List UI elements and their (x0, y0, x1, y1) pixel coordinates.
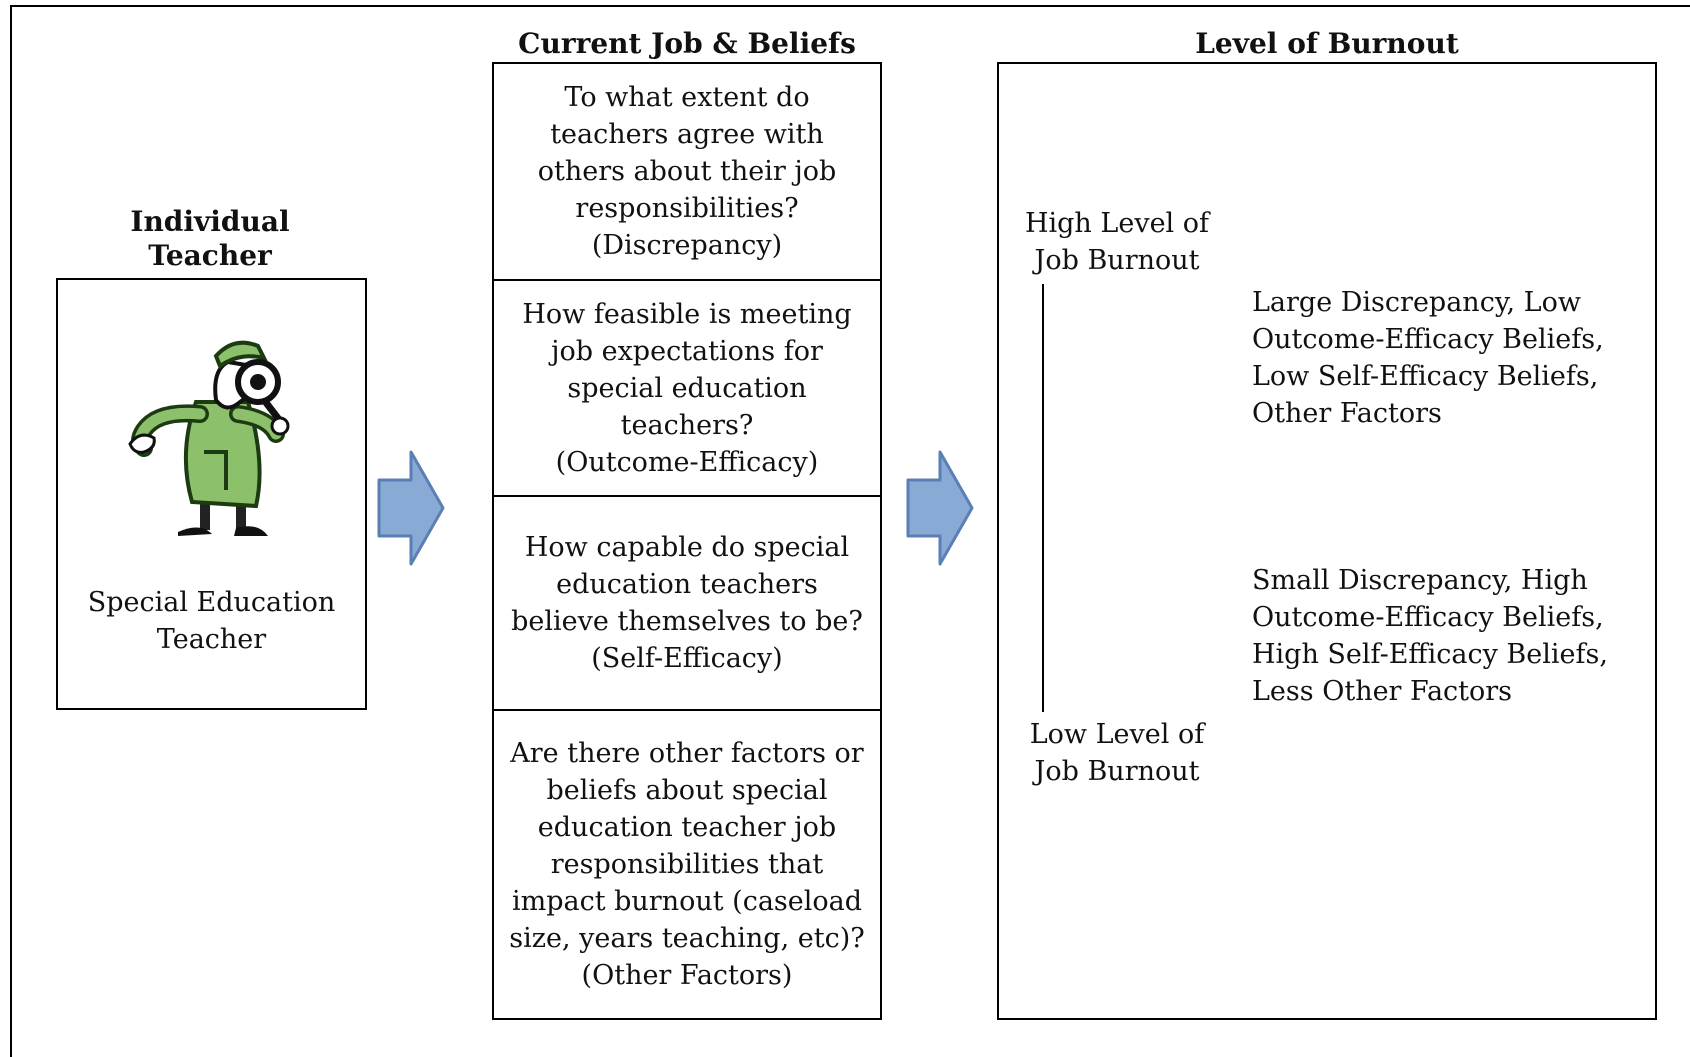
individual-caption: Special Education Teacher (58, 584, 365, 658)
burnout-box: High Level of Job Burnout Low Level of J… (997, 62, 1657, 1020)
high-burnout-label: High Level of Job Burnout (1017, 205, 1217, 279)
individual-caption-line1: Special Education (87, 587, 336, 618)
belief-line: teachers? (620, 409, 754, 441)
belief-line: (Other Factors) (581, 960, 793, 991)
belief-line: education teachers (556, 569, 818, 600)
high-burnout-line2: Job Burnout (1034, 245, 1200, 276)
frame-top-border (10, 5, 1690, 7)
belief-line: responsibilities? (575, 193, 799, 224)
individual-caption-line2: Teacher (156, 624, 267, 655)
detective-with-magnifying-glass-icon (128, 340, 290, 536)
belief-line: (Self-Efficacy) (591, 643, 783, 674)
beliefs-heading: Current Job & Beliefs (518, 27, 856, 60)
belief-line: believe themselves to be? (511, 606, 863, 637)
frame-left-border (10, 5, 12, 1057)
belief-line: How feasible is meeting (522, 298, 852, 330)
factor-line: Outcome-Efficacy Beliefs, (1252, 324, 1604, 355)
factor-line: Less Other Factors (1252, 676, 1513, 707)
individual-heading-line1: Individual (130, 205, 290, 238)
individual-heading-line2: Teacher (148, 239, 272, 272)
belief-item-discrepancy: To what extent do teachers agree with ot… (494, 64, 880, 279)
belief-line: (Discrepancy) (591, 230, 783, 261)
factor-line: Outcome-Efficacy Beliefs, (1252, 602, 1604, 633)
belief-line: To what extent do (564, 82, 810, 113)
belief-line: Are there other factors or (510, 738, 864, 769)
belief-line: impact burnout (caseload (511, 886, 863, 917)
belief-line: teachers agree with (550, 119, 824, 150)
low-burnout-line2: Job Burnout (1034, 756, 1200, 787)
belief-line: beliefs about special (546, 775, 828, 806)
belief-line: responsibilities that (550, 849, 824, 880)
factor-line: Other Factors (1252, 398, 1442, 429)
belief-line: How capable do special (524, 532, 850, 563)
factor-line: Small Discrepancy, High (1252, 565, 1588, 596)
factor-line: Low Self-Efficacy Beliefs, (1252, 361, 1599, 392)
low-burnout-factors: Small Discrepancy, High Outcome-Efficacy… (1252, 562, 1642, 710)
factor-line: High Self-Efficacy Beliefs, (1252, 639, 1608, 670)
arrow-right-icon (906, 450, 974, 566)
belief-line: others about their job (537, 156, 837, 187)
high-burnout-line1: High Level of (1024, 208, 1210, 239)
low-burnout-line1: Low Level of (1029, 719, 1205, 750)
individual-heading: Individual Teacher (60, 205, 360, 273)
belief-line: special education (567, 372, 807, 404)
low-burnout-label: Low Level of Job Burnout (1017, 716, 1217, 790)
individual-teacher-box: Special Education Teacher (56, 278, 367, 710)
belief-line: size, years teaching, etc)? (509, 923, 865, 954)
beliefs-box: To what extent do teachers agree with ot… (492, 62, 882, 1020)
belief-item-self-efficacy: How capable do special education teacher… (494, 495, 880, 709)
belief-line: (Outcome-Efficacy) (555, 446, 819, 478)
factor-line: Large Discrepancy, Low (1252, 287, 1581, 318)
burnout-scale-line (1042, 284, 1044, 712)
belief-item-other-factors: Are there other factors or beliefs about… (494, 709, 880, 1018)
belief-line: education teacher job (537, 812, 837, 843)
belief-item-outcome-efficacy: How feasible is meeting job expectations… (494, 279, 880, 495)
high-burnout-factors: Large Discrepancy, Low Outcome-Efficacy … (1252, 284, 1642, 432)
belief-line: job expectations for (551, 335, 823, 367)
burnout-heading: Level of Burnout (1195, 27, 1459, 60)
arrow-right-icon (377, 450, 445, 566)
